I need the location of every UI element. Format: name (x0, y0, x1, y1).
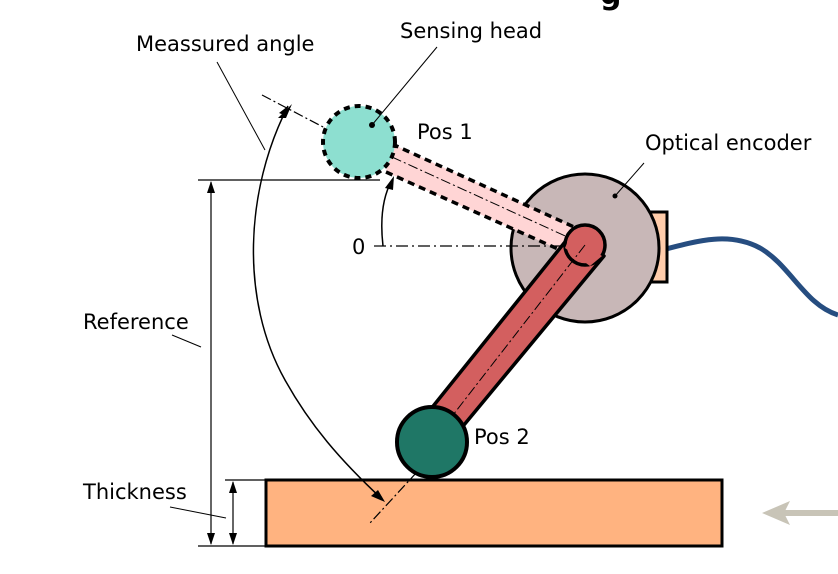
title-fragment: g (600, 0, 621, 12)
pos2-extension-line (369, 471, 418, 524)
arc-arrowhead-bottom (371, 490, 385, 502)
arm-pos1 (385, 142, 586, 260)
direction-arrow-icon (762, 501, 838, 525)
encoder-cable (661, 236, 838, 318)
measured-angle-label: Meassured angle (136, 32, 314, 56)
measured-plate (264, 478, 724, 548)
arc-arrowhead-top (278, 104, 292, 118)
pos1-extension-line (261, 94, 326, 129)
sensing-head-pos2 (395, 405, 469, 479)
sensing-head-pos1 (321, 104, 397, 180)
measured-angle-leader (216, 61, 266, 151)
zero-label: 0 (352, 235, 365, 259)
reference-leader (171, 334, 202, 348)
pos1-label: Pos 1 (417, 120, 473, 144)
sensing-head-leader (371, 46, 438, 126)
reference-label: Reference (83, 310, 189, 334)
optical-encoder-label: Optical encoder (645, 131, 812, 155)
thickness-leader (169, 506, 227, 519)
pos1-angle-arc (381, 179, 393, 247)
measured-angle-arc (252, 105, 384, 501)
pos2-label: Pos 2 (474, 425, 530, 449)
optical-encoder-leader (614, 162, 645, 197)
thickness-label: Thickness (82, 480, 187, 504)
sensing-head-label: Sensing head (400, 19, 542, 43)
pos1-angle-arrowhead (385, 176, 394, 190)
